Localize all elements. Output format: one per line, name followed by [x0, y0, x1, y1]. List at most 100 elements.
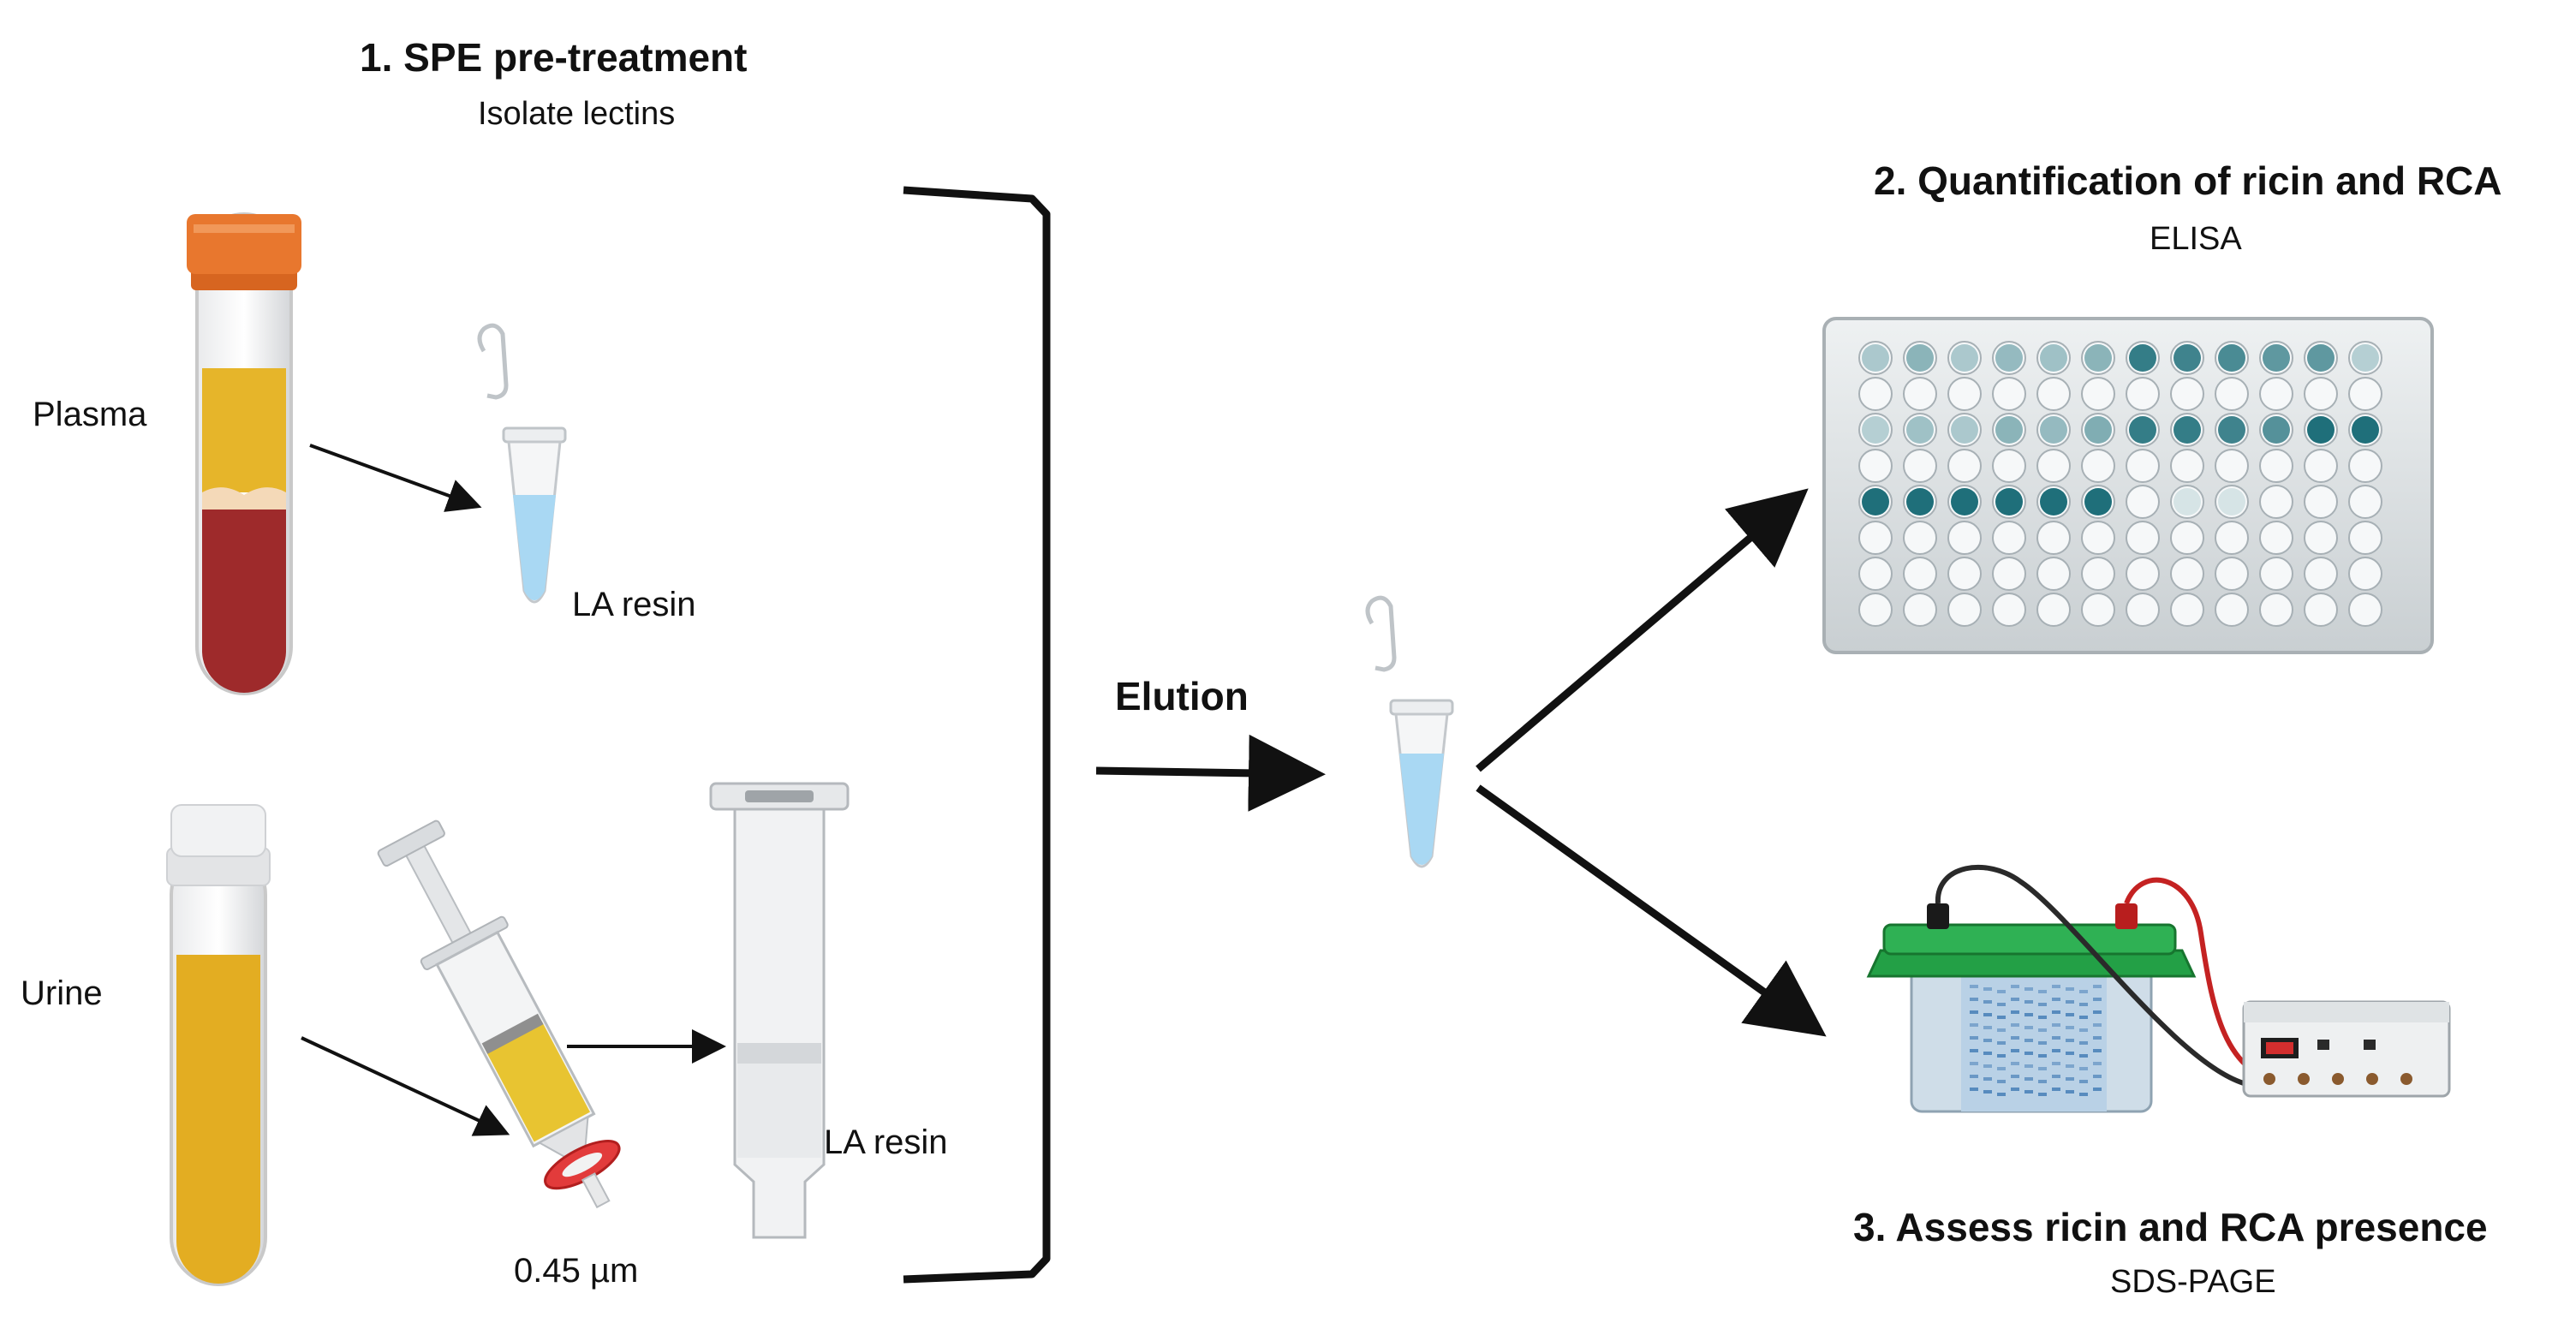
gel-band [1983, 1039, 1992, 1042]
elisa-well [2304, 593, 2338, 627]
gel-band [2066, 1077, 2074, 1081]
elisa-well-signal [1951, 416, 1978, 444]
gel-band [2024, 1026, 2033, 1029]
gel-band [1970, 1062, 1978, 1065]
gel-band [1983, 1000, 1992, 1004]
elisa-well-signal [2174, 416, 2201, 444]
elution-label: Elution [1115, 674, 1249, 718]
elisa-well [2036, 557, 2071, 591]
elisa-well [1992, 557, 2026, 591]
elisa-well-signal [2352, 344, 2379, 372]
elisa-well [2215, 593, 2249, 627]
gel-band [2093, 1062, 2102, 1065]
gel-band [2066, 1000, 2074, 1004]
gel-band [2038, 1016, 2047, 1019]
gel-band [1997, 1054, 2006, 1058]
gel-band [2093, 1049, 2102, 1052]
gel-band [2011, 998, 2019, 1001]
gel-band [2024, 1013, 2033, 1016]
elisa-well [1947, 413, 1982, 447]
elisa-well-signal [2084, 488, 2112, 515]
elisa-well-signal [2040, 488, 2067, 515]
elisa-well-signal [1862, 416, 1889, 444]
elisa-well [2215, 449, 2249, 483]
eluate-microtube [1365, 595, 1454, 868]
gel-band [1970, 1049, 1978, 1052]
elisa-well [2259, 593, 2293, 627]
elisa-well [2126, 521, 2160, 555]
gel-band [2066, 1013, 2074, 1016]
arrow-urine-to-syringe [301, 1036, 510, 1136]
gel-band [2052, 1036, 2060, 1040]
eluate-liquid [1399, 754, 1444, 865]
gel-band [2024, 1039, 2033, 1042]
step2-subtitle: ELISA [2150, 221, 2242, 257]
elisa-well-signal [1995, 416, 2023, 444]
elisa-well [2036, 413, 2071, 447]
gel-band [2079, 1016, 2088, 1019]
gel-band [1997, 1080, 2006, 1083]
elisa-well-signal [2307, 416, 2334, 444]
red-cell-layer [202, 510, 286, 693]
elisa-well-signal [1906, 344, 1934, 372]
elisa-well-signal [2129, 344, 2156, 372]
step2-title: 2. Quantification of ricin and RCA [1874, 158, 2502, 203]
gel-band [2079, 1054, 2088, 1058]
la-resin-tube-label: LA resin [572, 586, 696, 623]
elisa-well [1947, 341, 1982, 375]
gel-band [1970, 985, 1978, 988]
gel-band [1970, 1088, 1978, 1091]
gel-band [2079, 1067, 2088, 1070]
elisa-well [2036, 521, 2071, 555]
la-resin-column-label: LA resin [824, 1123, 948, 1161]
gel-band [2052, 1062, 2060, 1065]
elisa-well-signal [2263, 416, 2290, 444]
elisa-well-signal [2218, 416, 2245, 444]
elisa-well [1903, 377, 1937, 411]
buffy-coat [202, 487, 286, 510]
elisa-well [2215, 521, 2249, 555]
gel-band [1970, 1036, 1978, 1040]
gel-band [2024, 987, 2033, 991]
gel-band [2038, 1093, 2047, 1096]
elisa-well-signal [2040, 344, 2067, 372]
elisa-well-signal [2084, 344, 2112, 372]
gel-band [2079, 990, 2088, 993]
elisa-well-signal [2218, 488, 2245, 515]
elution-arrow [1095, 734, 1326, 812]
elisa-well [2170, 449, 2204, 483]
gel-band [2066, 1026, 2074, 1029]
elisa-well [2348, 557, 2382, 591]
elisa-well-signal [1906, 488, 1934, 515]
gel-band [1997, 1016, 2006, 1019]
elisa-well [2259, 485, 2293, 519]
step1-title: 1. SPE pre-treatment [360, 35, 748, 80]
gel-band [2052, 998, 2060, 1001]
elisa-well [2215, 557, 2249, 591]
gel-band [1997, 1028, 2006, 1032]
gel-band [1983, 1026, 1992, 1029]
plasma-tube [187, 212, 301, 695]
arrow-to-sds-page [1476, 784, 1827, 1037]
elisa-well [2081, 449, 2115, 483]
gel-band [2079, 1093, 2088, 1096]
gel-band [2052, 1075, 2060, 1078]
elisa-well-signal [1862, 488, 1889, 515]
elisa-well [1947, 449, 1982, 483]
elisa-well [2126, 449, 2160, 483]
gel-band [2079, 1003, 2088, 1006]
elisa-well [2170, 593, 2204, 627]
gel-band [2038, 990, 2047, 993]
elisa-well [2170, 485, 2204, 519]
plasma-layer [202, 368, 286, 492]
gel-band [2093, 1023, 2102, 1027]
elisa-well [2259, 521, 2293, 555]
gel-band [2011, 1088, 2019, 1091]
elisa-well [2170, 521, 2204, 555]
elisa-well-signal [2174, 344, 2201, 372]
gel-band [1983, 1077, 1992, 1081]
gel-band [2052, 1088, 2060, 1091]
elisa-well [1858, 521, 1893, 555]
elisa-well-signal [2307, 344, 2334, 372]
elisa-well [2036, 593, 2071, 627]
